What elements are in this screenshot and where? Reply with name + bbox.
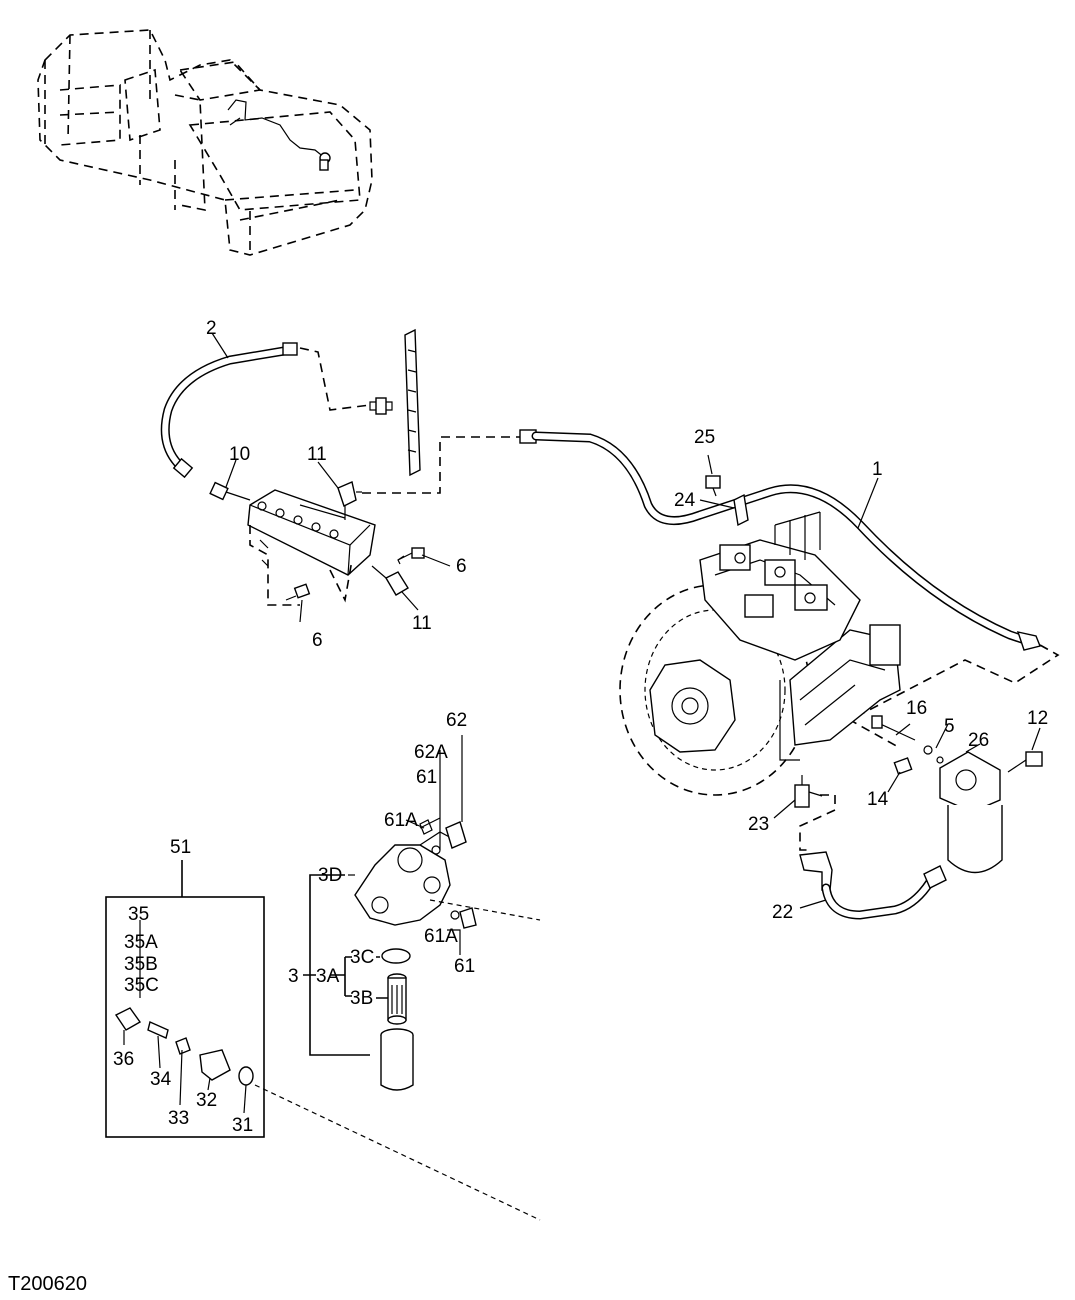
callout-35A: 35A: [124, 932, 158, 953]
bracket-3: [309, 874, 370, 1056]
callout-61-bottom: 61: [454, 956, 475, 977]
callout-51: 51: [170, 837, 191, 858]
callout-62A: 62A: [414, 742, 448, 763]
callout-14: 14: [867, 789, 889, 810]
callout-16: 16: [906, 698, 927, 719]
callout-6-right: 6: [456, 556, 467, 577]
callout-3: 3: [288, 966, 299, 987]
fitting-10: [209, 481, 251, 501]
bracket-3A: [344, 956, 352, 997]
bracket-plate: [404, 328, 421, 477]
hose-1: [519, 429, 1060, 749]
callout-61A-bottom: 61A: [424, 926, 458, 947]
check-valve-icon: [794, 775, 836, 851]
callout-62: 62: [446, 710, 467, 731]
callout-11-bottom: 11: [412, 613, 432, 634]
bowl-3: [380, 1028, 414, 1091]
callout-2: 2: [206, 318, 217, 339]
elbow-fitting-11-top: [337, 436, 520, 520]
callout-5: 5: [944, 716, 955, 737]
callout-22: 22: [772, 902, 793, 923]
callout-34: 34: [150, 1069, 172, 1090]
callout-12: 12: [1027, 708, 1048, 729]
hose-2: [160, 342, 393, 479]
filter-head-3D: [354, 831, 541, 926]
callout-1: 1: [872, 459, 883, 480]
callout-3B: 3B: [350, 988, 373, 1009]
plug-61: [450, 907, 477, 929]
callout-61-top: 61: [416, 767, 437, 788]
clamp-24: [733, 493, 749, 527]
callout-31: 31: [232, 1115, 253, 1136]
callout-3A: 3A: [316, 966, 340, 987]
callout-10: 10: [229, 444, 250, 465]
bolt-6-left: [285, 583, 311, 601]
callout-3D: 3D: [318, 865, 342, 886]
elbow-fitting-11-bottom: [371, 565, 409, 596]
callout-25: 25: [694, 427, 715, 448]
leader-lines: [123, 332, 1041, 1114]
manifold-block-icon: [247, 489, 376, 606]
plug-62: [419, 819, 467, 855]
callout-36: 36: [113, 1049, 134, 1070]
filter-assembly-icon: [871, 715, 1043, 874]
figure-id: T200620: [8, 1273, 87, 1295]
element-3B: [387, 973, 407, 1025]
callout-33: 33: [168, 1108, 189, 1129]
callout-26: 26: [968, 730, 989, 751]
hose-22: [799, 851, 947, 920]
bolt-6-right: [397, 547, 425, 565]
callout-6-left: 6: [312, 630, 323, 651]
seal-3C: [381, 948, 411, 964]
callout-3C: 3C: [350, 947, 374, 968]
callout-35C: 35C: [124, 975, 159, 996]
callout-23: 23: [748, 814, 769, 835]
bolt-25: [705, 475, 721, 497]
callout-11-top: 11: [307, 444, 327, 465]
hydraulic-pump-icon: [619, 511, 901, 796]
callout-35: 35: [128, 904, 149, 925]
callout-24: 24: [674, 490, 696, 511]
callout-61A-top: 61A: [384, 810, 418, 831]
callout-32: 32: [196, 1090, 217, 1111]
callout-35B: 35B: [124, 954, 158, 975]
machine-outline-icon: [37, 29, 373, 256]
kit-51-box: [105, 860, 541, 1221]
